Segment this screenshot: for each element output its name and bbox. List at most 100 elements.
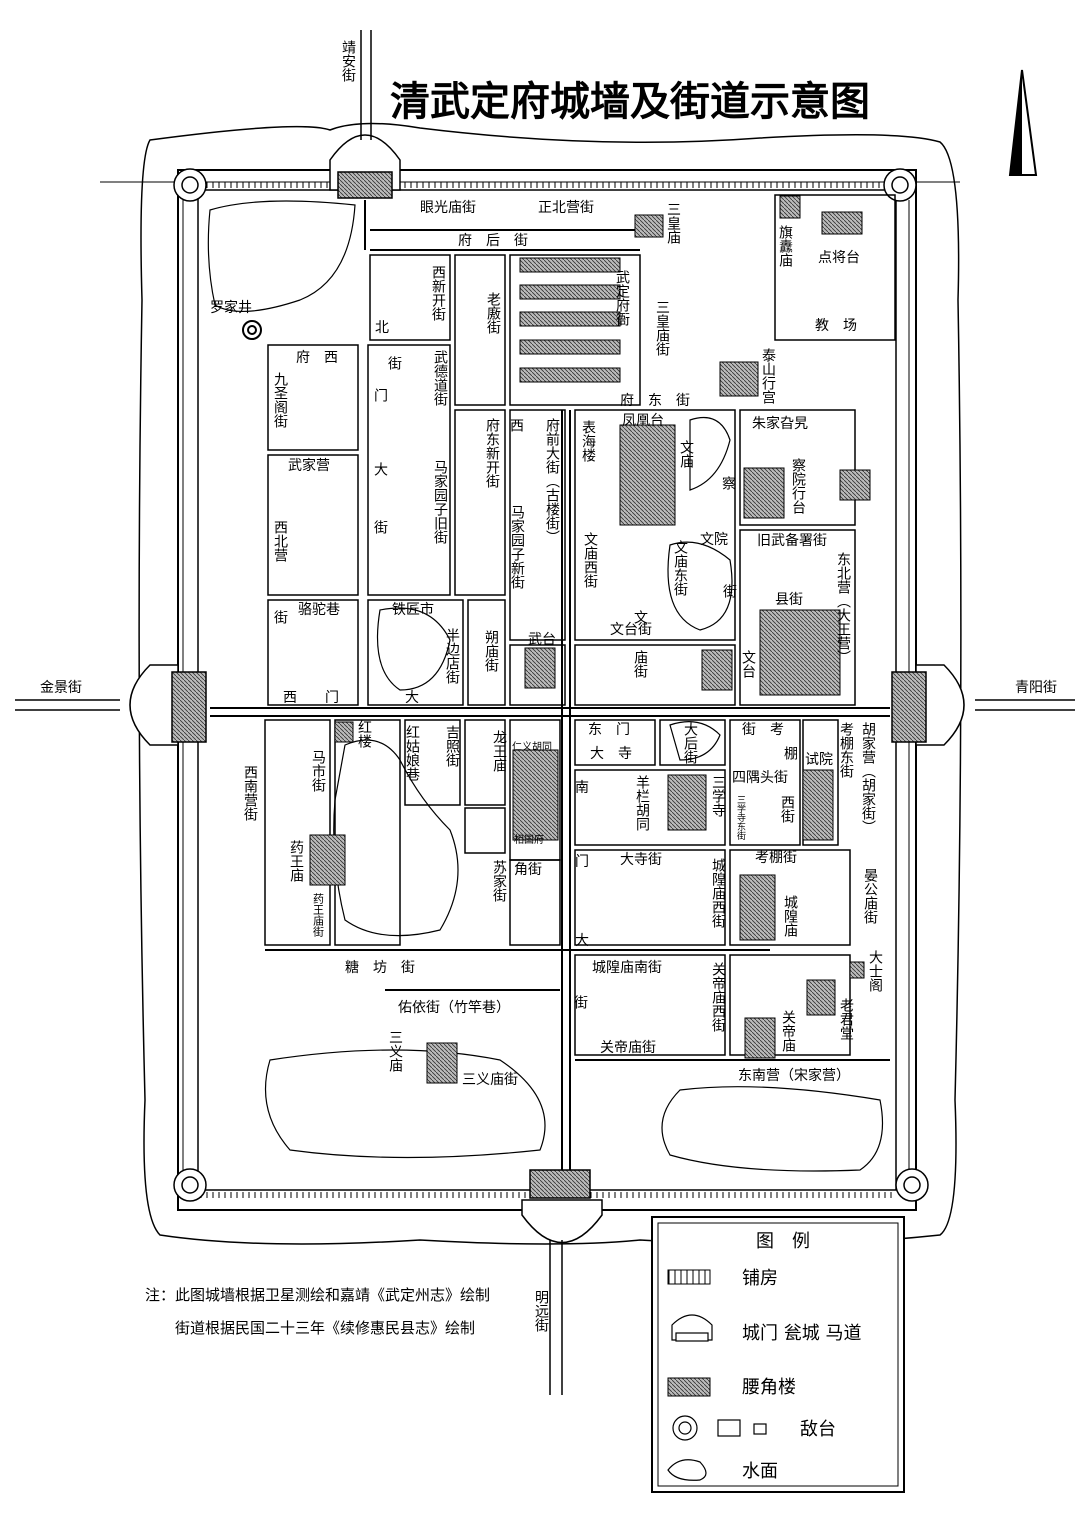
label-wutai: 武台 [528, 632, 556, 648]
label-majia-new: 马家园子新街 [509, 505, 525, 589]
label-bei: 北 [375, 320, 389, 336]
label-dongbeiying: 东北营（大王营） [835, 552, 851, 664]
city-blocks [264, 194, 896, 1056]
main-streets [210, 200, 890, 1170]
label-dongnan: 东南营（宋家营） [738, 1067, 850, 1084]
label-chenghuang-xi: 城隍庙西街 [710, 858, 726, 928]
vertical-labels: 靖安街 明远街 三皇庙 旗纛庙 西新开街 老廒街 武定府衙 三皇庙街 泰山行宫 … [242, 40, 883, 1332]
water-bodies [207, 200, 884, 1172]
tower-icon [667, 1377, 711, 1397]
label-biaohai: 表海楼 [580, 420, 596, 462]
label-cha: 察 [720, 475, 736, 490]
north-gate [329, 134, 401, 199]
label-jiewubei: 旧武备署街 [757, 532, 827, 549]
well-icon [242, 320, 262, 340]
legend-item-shop: 铺房 [742, 1268, 778, 1289]
label-miaojie: 庙街 [632, 650, 648, 678]
label-sanxue: 三学寺 [710, 775, 726, 817]
label-wentai: 文台街 [610, 622, 652, 638]
south-gate [521, 1169, 603, 1244]
label-majia-old: 马家园子旧街 [432, 460, 448, 544]
label-wudingfu: 武定府衙 [614, 270, 630, 327]
label-wen2: 文 [632, 610, 648, 624]
label-jie1: 街 [386, 356, 402, 370]
label-dianjiang: 点将台 [818, 250, 860, 266]
label-wenyuan: 文院 [700, 532, 728, 548]
label-da2: 大 [405, 690, 419, 706]
label-chayuan: 察院行台 [790, 457, 806, 514]
north-arrow-icon [1008, 69, 1038, 176]
legend-item-gate: 城门 瓮城 马道 [742, 1323, 861, 1344]
label-wujia: 武家营 [288, 457, 330, 474]
label-dasi: 大 寺 [590, 746, 632, 762]
label-zhengbeiying: 正北营街 [538, 200, 594, 216]
label-ximen: 西 门 [283, 690, 339, 706]
label-qidao: 旗纛庙 [777, 225, 793, 267]
label-jiusheng: 九圣阁街 [272, 372, 288, 428]
label-xibeiying: 西北营 [272, 520, 288, 562]
label-da1: 大 [372, 462, 388, 476]
label-dashi: 大士阁 [867, 950, 883, 992]
label-mashi: 马市街 [310, 750, 326, 792]
label-laolian: 老廒街 [485, 292, 501, 334]
label-banbian: 半边店街 [444, 628, 460, 684]
label-sanhuang1: 三皇庙 [665, 202, 681, 244]
label-guandi: 关帝庙 [780, 1010, 796, 1052]
label-wenmiao-dong: 文庙东街 [672, 540, 688, 596]
label-honggu: 红姑娘巷 [404, 725, 420, 781]
label-wentai2: 文台 [740, 650, 756, 678]
label-yaowang: 药王庙 [288, 840, 304, 882]
label-kaopeng-dong: 考棚东街 [838, 722, 854, 778]
label-taishan: 泰山行宫 [760, 348, 776, 404]
legend-item-platform: 敌台 [800, 1419, 836, 1440]
label-jie-kao: 街 考 [742, 722, 784, 738]
label-luojiajing: 罗家井 [210, 299, 252, 316]
label-da3: 大 [575, 933, 589, 949]
label-chenghuang: 城隍庙 [782, 895, 798, 937]
note-line-2: 街道根据民国二十三年《续修惠民县志》绘制 [175, 1319, 475, 1337]
label-sixuesi: 三学寺东街 [735, 795, 746, 841]
label-xianjie: 县街 [775, 592, 803, 608]
label-peng: 棚 [782, 746, 798, 760]
label-menn: 门 [575, 854, 589, 870]
label-youyi: 佑依街（竹竿巷） [398, 1000, 510, 1016]
label-mingyuan: 明远街 [533, 1290, 549, 1332]
label-kaopeng-jie: 考棚街 [755, 850, 797, 866]
label-jie3: 街 [272, 610, 288, 624]
legend: 图 例 铺房 城门 瓮城 马道 腰角楼 敌台 水面 [651, 1216, 905, 1493]
label-wude: 武德道街 [432, 350, 448, 406]
label-guandi-jie: 关帝庙街 [600, 1040, 656, 1056]
legend-item-tower: 腰角楼 [742, 1377, 796, 1398]
note-line-1: 注：此图城墙根据卫星测绘和嘉靖《武定州志》绘制 [145, 1286, 490, 1304]
label-sanyi: 三义庙 [387, 1030, 403, 1072]
map-title: 清武定府城墙及街道示意图 [390, 78, 870, 125]
label-hujia: 胡家营（胡家街） [860, 722, 876, 834]
label-xinan: 西南营街 [242, 765, 258, 821]
label-yanglan: 羊栏胡同 [634, 775, 650, 832]
label-xi-jie: 西街 [779, 795, 795, 823]
wall-top-band [200, 182, 894, 188]
label-fenghuang: 凤凰台 [622, 413, 664, 429]
label-jie2: 街 [372, 520, 388, 534]
shop-icon [667, 1269, 711, 1285]
label-zhujia: 朱家旮旯 [752, 415, 808, 432]
label-yaowang-jie: 药王庙街 [312, 893, 325, 938]
label-longwang: 龙王庙 [491, 730, 507, 772]
label-tiejiang: 铁匠市 [392, 601, 434, 618]
moat-outline [138, 122, 962, 1245]
label-fudong: 府 东 街 [620, 393, 690, 409]
label-shuomiao: 朔庙街 [483, 630, 499, 672]
label-dasi-jie: 大寺街 [620, 852, 662, 868]
label-wenmiao-xi: 文庙西街 [582, 532, 598, 588]
label-xixinkai: 西新开街 [430, 265, 446, 321]
label-sanyi-jie: 三义庙街 [462, 1072, 518, 1088]
building-icons [309, 195, 871, 1084]
label-wenmiao: 文庙 [678, 440, 694, 468]
label-jie4: 街 [721, 584, 737, 598]
label-da-hou: 大后街 [682, 722, 698, 764]
water-icon [667, 1459, 707, 1481]
label-menv: 门 [372, 388, 388, 403]
label-laojun: 老君堂 [838, 998, 854, 1040]
label-dongmen: 东 门 [588, 722, 630, 738]
place-labels: 金景街 青阳街 眼光庙街 正北营街 府 后 街 点将台 教 场 罗家井 北 府 … [40, 200, 1057, 1088]
